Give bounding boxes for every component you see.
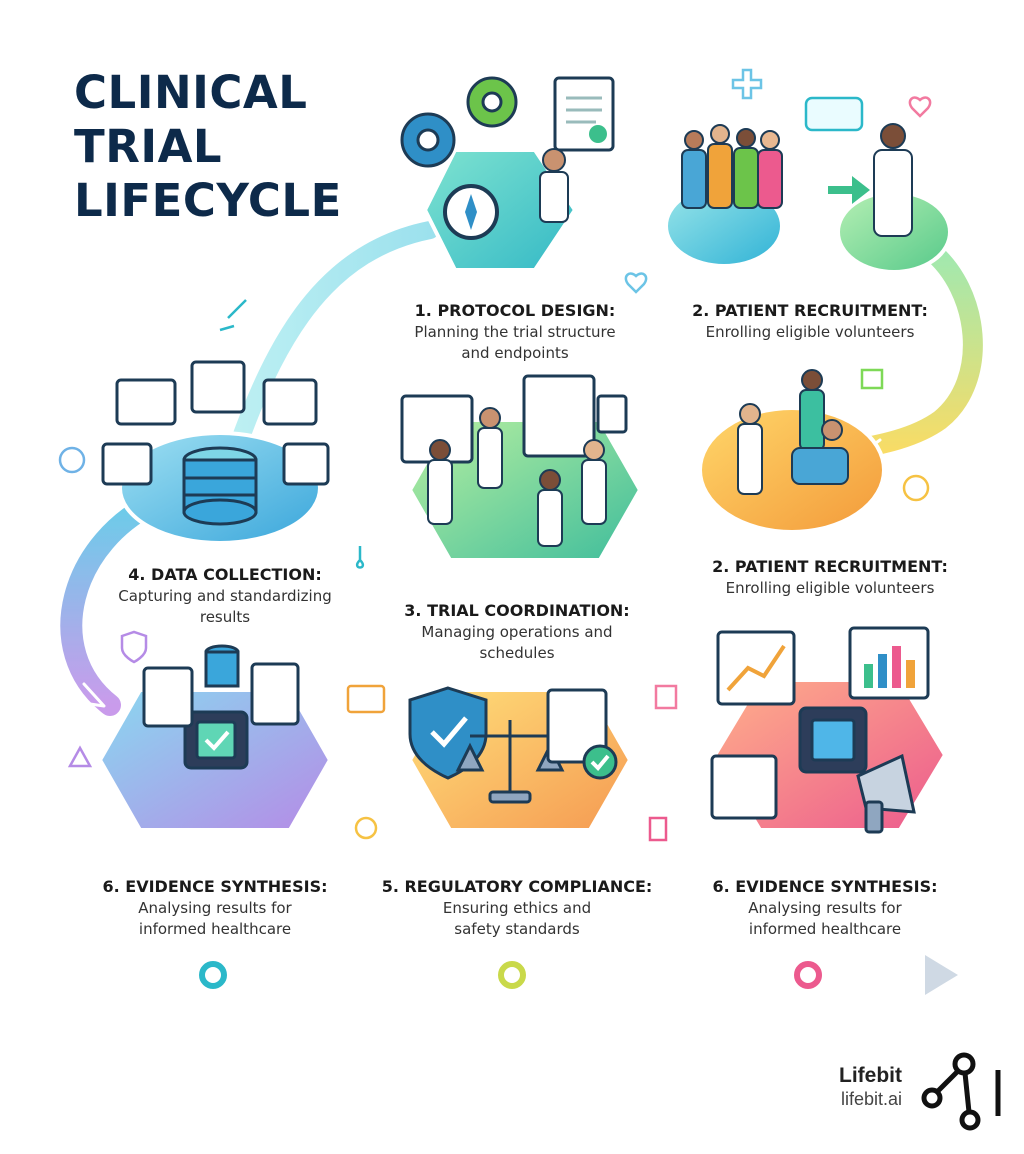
stage-data-collection: 4. DATA COLLECTION: Capturing and standa… <box>90 564 360 628</box>
page-title: CLINICAL TRIAL LIFECYCLE <box>74 66 342 228</box>
patient-figures <box>737 369 849 495</box>
checklist-icon <box>546 688 618 780</box>
timeline <box>73 955 958 995</box>
stage-heading: 3. TRIAL COORDINATION: <box>404 601 630 620</box>
platform-protocol <box>422 148 578 272</box>
stage-heading: 5. REGULATORY COMPLIANCE: <box>381 877 653 896</box>
title-line: TRIAL <box>74 120 223 173</box>
stage-heading: 4. DATA COLLECTION: <box>128 565 322 584</box>
compass-icon <box>443 184 499 240</box>
chart-icon <box>710 626 930 820</box>
coordinator-figures <box>427 407 607 547</box>
stage-evidence-synthesis-left: 6. EVIDENCE SYNTHESIS: Analysing results… <box>80 876 350 940</box>
stage-description: Analysing results for <box>138 899 292 917</box>
stage-description: safety standards <box>454 920 580 938</box>
stage-description: schedules <box>479 644 555 662</box>
stage-description: Enrolling eligible volunteers <box>725 579 935 597</box>
data-cards <box>101 360 330 486</box>
megaphone-icon <box>856 753 916 834</box>
stage-patient-recruitment-top: 2. PATIENT RECRUITMENT: Enrolling eligib… <box>665 300 955 343</box>
stage-protocol-design: 1. PROTOCOL DESIGN: Planning the trial s… <box>380 300 650 364</box>
title-line: LIFECYCLE <box>74 174 342 227</box>
brand-url: lifebit.ai <box>840 1089 902 1109</box>
stage-heading: 1. PROTOCOL DESIGN: <box>414 301 616 320</box>
stage-heading: 6. EVIDENCE SYNTHESIS: <box>712 877 938 896</box>
stage-description: Analysing results for <box>748 899 902 917</box>
decor-icons <box>58 68 932 842</box>
stage-description: and endpoints <box>461 344 569 362</box>
chip-icon <box>183 710 249 770</box>
stage-description: Capturing and standardizing <box>118 587 332 605</box>
doctor-icon <box>828 123 913 237</box>
scientist-figure <box>539 148 569 223</box>
processor-icon <box>798 706 868 774</box>
brand-block: Lifebit lifebit.ai <box>839 1064 902 1110</box>
stage-regulatory-compliance: 5. REGULATORY COMPLIANCE: Ensuring ethic… <box>372 876 662 940</box>
synthesis-cards <box>142 644 300 728</box>
database-icon <box>182 446 258 526</box>
gear-icon <box>400 76 518 168</box>
people-group-icon <box>681 124 783 209</box>
stage-description: Enrolling eligible volunteers <box>705 323 915 341</box>
stage-description: Managing operations and <box>421 623 613 641</box>
stage-heading: 2. PATIENT RECRUITMENT: <box>712 557 948 576</box>
stage-trial-coordination: 3. TRIAL COORDINATION: Managing operatio… <box>382 600 652 664</box>
document-icon <box>553 76 615 152</box>
title-line: CLINICAL <box>74 66 308 119</box>
stage-description: Ensuring ethics and <box>442 899 592 917</box>
stage-description: Planning the trial structure <box>414 323 616 341</box>
stage-description: results <box>199 608 251 626</box>
lifebit-logo <box>921 1052 1001 1131</box>
stage-description: informed healthcare <box>138 920 292 938</box>
scales-icon <box>455 720 565 804</box>
stage-patient-recruitment-mid: 2. PATIENT RECRUITMENT: Enrolling eligib… <box>690 556 970 599</box>
stage-heading: 6. EVIDENCE SYNTHESIS: <box>102 877 328 896</box>
stage-heading: 2. PATIENT RECRUITMENT: <box>692 301 928 320</box>
brand-name: Lifebit <box>839 1064 902 1087</box>
stage-evidence-synthesis-right: 6. EVIDENCE SYNTHESIS: Analysing results… <box>690 876 960 940</box>
screen-icon <box>400 374 628 464</box>
stage-description: informed healthcare <box>748 920 902 938</box>
